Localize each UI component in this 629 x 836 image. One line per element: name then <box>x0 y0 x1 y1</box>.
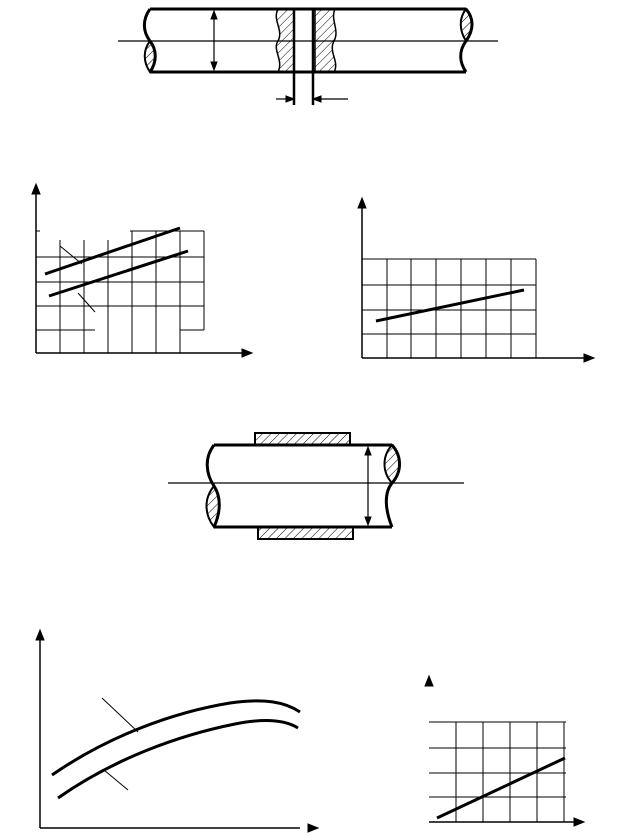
pipe-right-break-hatch <box>459 7 473 43</box>
series-line <box>436 756 566 820</box>
diameter-arrow-top <box>210 9 218 20</box>
gap-left-section <box>275 8 295 73</box>
x-axis-arrow <box>307 823 320 833</box>
sleeve-bottom <box>257 526 354 540</box>
pipe-with-gap <box>118 7 498 105</box>
grid <box>36 230 205 353</box>
y-axis-arrow <box>31 182 41 195</box>
diameter-arrow-top <box>364 445 372 456</box>
leader-line-upper <box>101 697 139 733</box>
gap-right-section <box>314 8 337 73</box>
diameter-arrow-bottom <box>210 61 218 72</box>
grid-chart-one-line <box>357 196 596 363</box>
leader-line-lower <box>77 292 96 313</box>
series-lower-line <box>48 249 189 298</box>
gap-arrow-left <box>285 95 296 103</box>
pipe-left-break-hatch <box>205 484 221 529</box>
sleeve-top <box>254 432 351 446</box>
pipe-with-sleeve <box>168 432 464 540</box>
gap-arrow-right <box>311 95 322 103</box>
pipe-right-break-hatch <box>383 443 401 485</box>
grid-chart-small <box>424 674 586 827</box>
curve-chart <box>35 628 320 833</box>
diameter-arrow-bottom <box>364 516 372 527</box>
grid <box>429 721 566 822</box>
x-axis-arrow <box>573 817 586 827</box>
series-line <box>375 288 525 323</box>
y-axis-arrow <box>357 196 367 209</box>
y-axis-arrow <box>35 628 45 641</box>
x-axis-arrow <box>241 348 254 358</box>
series-lower-curve <box>57 719 299 800</box>
series-upper-curve <box>51 699 301 777</box>
x-axis-arrow <box>583 353 596 363</box>
y-axis-arrow <box>424 674 434 687</box>
leader-line-lower <box>103 769 129 791</box>
grid-chart-two-lines <box>31 182 254 358</box>
leader-line-upper <box>59 245 83 265</box>
series-upper-line <box>44 226 181 276</box>
grid <box>362 258 537 358</box>
pipe-left-break-hatch <box>143 39 157 74</box>
